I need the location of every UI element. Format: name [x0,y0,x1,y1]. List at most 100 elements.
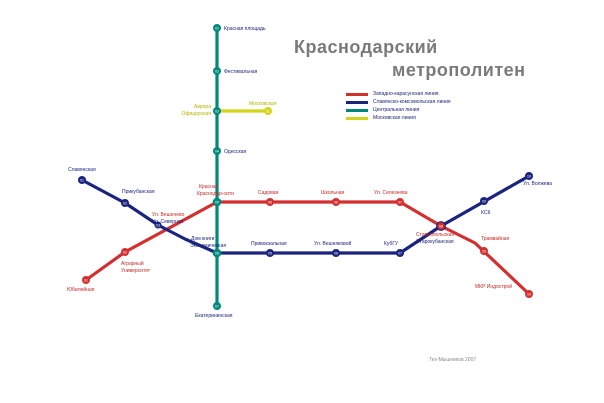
station-marker [436,221,446,231]
station-label: Аврора [194,104,211,110]
legend-swatch [346,93,368,97]
station-marker [396,198,404,206]
blue-line [81,174,530,255]
line-legend: Западно-карасунская линия Славянско-комс… [346,91,451,123]
blue-line-track [81,174,530,255]
station-marker [154,221,162,229]
station-label: Красная площадь [224,26,266,32]
station-marker [266,249,274,257]
station-marker [396,249,404,257]
station-marker [525,290,533,298]
station-number: 01 [84,278,88,282]
station-number: 01 [215,26,219,30]
station-dom-knigi[interactable]: 06 Дом книги Экономическая [190,236,226,258]
station-label: Ул. Волжева [523,181,552,187]
legend-item-green: Центральная линия [346,107,451,115]
station-marker [332,249,340,257]
legend-item-blue: Славянско-комсомольская линия [346,99,451,107]
legend-swatch [346,117,368,121]
station-number: 06 [334,200,338,204]
legend-swatch [346,109,368,113]
station-stavropolskaya[interactable]: 08 Ставропольская Старокубанская [416,221,454,245]
station-marker [213,147,221,155]
station-label: Красная [199,184,219,190]
station-marker [213,24,221,32]
station-avrora[interactable]: 03 Аврора Офицерская [182,104,221,117]
station-mkr-indostroy[interactable]: 10 МКР Индострой [475,283,533,298]
station-number: 05 [215,200,219,204]
station-u-veshenevo[interactable]: 03 Ул. Вешенево Ул. Северная [152,212,185,229]
legend-swatch [346,101,368,105]
credit-text: Тех-Мышников 2007 [429,357,477,363]
station-ksk[interactable]: 09 КСК [480,197,490,216]
station-number: 05 [268,200,272,204]
station-label: Фестивальная [224,69,258,75]
station-label: Ставропольская [416,232,454,238]
station-volgeva[interactable]: 10 Ул. Волжева [523,172,552,187]
station-number: 09 [482,249,486,253]
station-label: Юбилейная [67,286,95,293]
station-slavyanskaya[interactable]: 01 Славянская [68,167,96,184]
station-label: Университет [121,268,151,274]
station-krasnaya-sity[interactable]: 05 Красная Краснодар-сити [197,184,234,207]
station-tramvaynaya[interactable]: 09 Трамвайная [480,235,509,255]
legend-item-yellow: Московская линия [346,115,451,123]
station-label: Ул. Вешняковой [314,240,352,247]
station-sadovaya[interactable]: 05 Садовая [258,190,279,206]
station-label: Садовая [258,190,279,196]
station-label: Одесская [224,149,247,155]
station-kubgu[interactable]: 07 КубГУ [384,241,404,257]
station-number: 01 [266,109,270,113]
station-odesskaya[interactable]: 04 Одесская [213,147,247,155]
station-label: Привокзальная [251,241,287,247]
station-label: КубГУ [384,241,399,247]
station-number: 10 [527,174,531,178]
station-veshnyakovoy[interactable]: 06 Ул. Вешняковой [314,240,352,257]
station-number: 06 [215,251,219,255]
legend-label: Славянско-комсомольская линия [373,99,451,106]
legend-item-red: Западно-карасунская линия [346,91,451,99]
station-number: 03 [215,109,219,113]
station-krasnaya-ploshad[interactable]: 01 Красная площадь [213,24,266,32]
station-shkolnaya[interactable]: 06 Школьная [321,190,345,206]
station-marker [264,107,272,115]
station-privokzalnaya[interactable]: 05 Привокзальная [251,241,287,257]
station-number: 06 [334,251,338,255]
station-label: Ул. Северная [152,219,184,225]
station-marker [525,172,533,180]
station-number: 01 [80,178,84,182]
map-title-line1: Краснодарский [294,37,438,57]
station-label: Ул. Селезнева [374,190,408,196]
station-marker [121,199,129,207]
station-label: Офицерская [182,111,212,117]
station-marker [480,247,488,255]
station-label: Ул. Вешенево [152,212,185,218]
station-marker [332,198,340,206]
station-number: 07 [215,304,219,308]
station-moskovskaya[interactable]: 01 Московская [249,101,277,115]
station-agrarny[interactable]: 02 Аграрный Университет [121,248,151,274]
station-festivalnaya[interactable]: 02 Фестивальная [213,67,258,75]
station-number: 07 [398,251,402,255]
station-yubileynaya[interactable]: 01 Юбилейная [67,276,95,293]
station-marker [480,197,488,205]
station-number: 03 [156,223,160,227]
station-prikubanskaya[interactable]: 02 Прикубанская [121,189,155,207]
station-seleznevo[interactable]: 07 Ул. Селезнева [374,190,408,206]
station-number: 02 [123,201,127,205]
legend-label: Западно-карасунская линия [373,91,439,98]
station-marker [78,176,86,184]
station-label: Аграрный [121,260,144,267]
station-label: Дом книги [191,236,215,242]
station-marker [121,248,129,256]
station-label: Школьная [321,190,345,196]
station-label: Московская [249,101,277,107]
station-number: 02 [123,250,127,254]
station-number: 05 [268,251,272,255]
station-number: 09 [482,199,486,203]
station-label: Экономическая [190,243,226,249]
station-label: Краснодар-сити [197,191,234,197]
station-ekaterininskaya[interactable]: 07 Екатерининская [195,302,233,319]
station-number: 07 [398,200,402,204]
